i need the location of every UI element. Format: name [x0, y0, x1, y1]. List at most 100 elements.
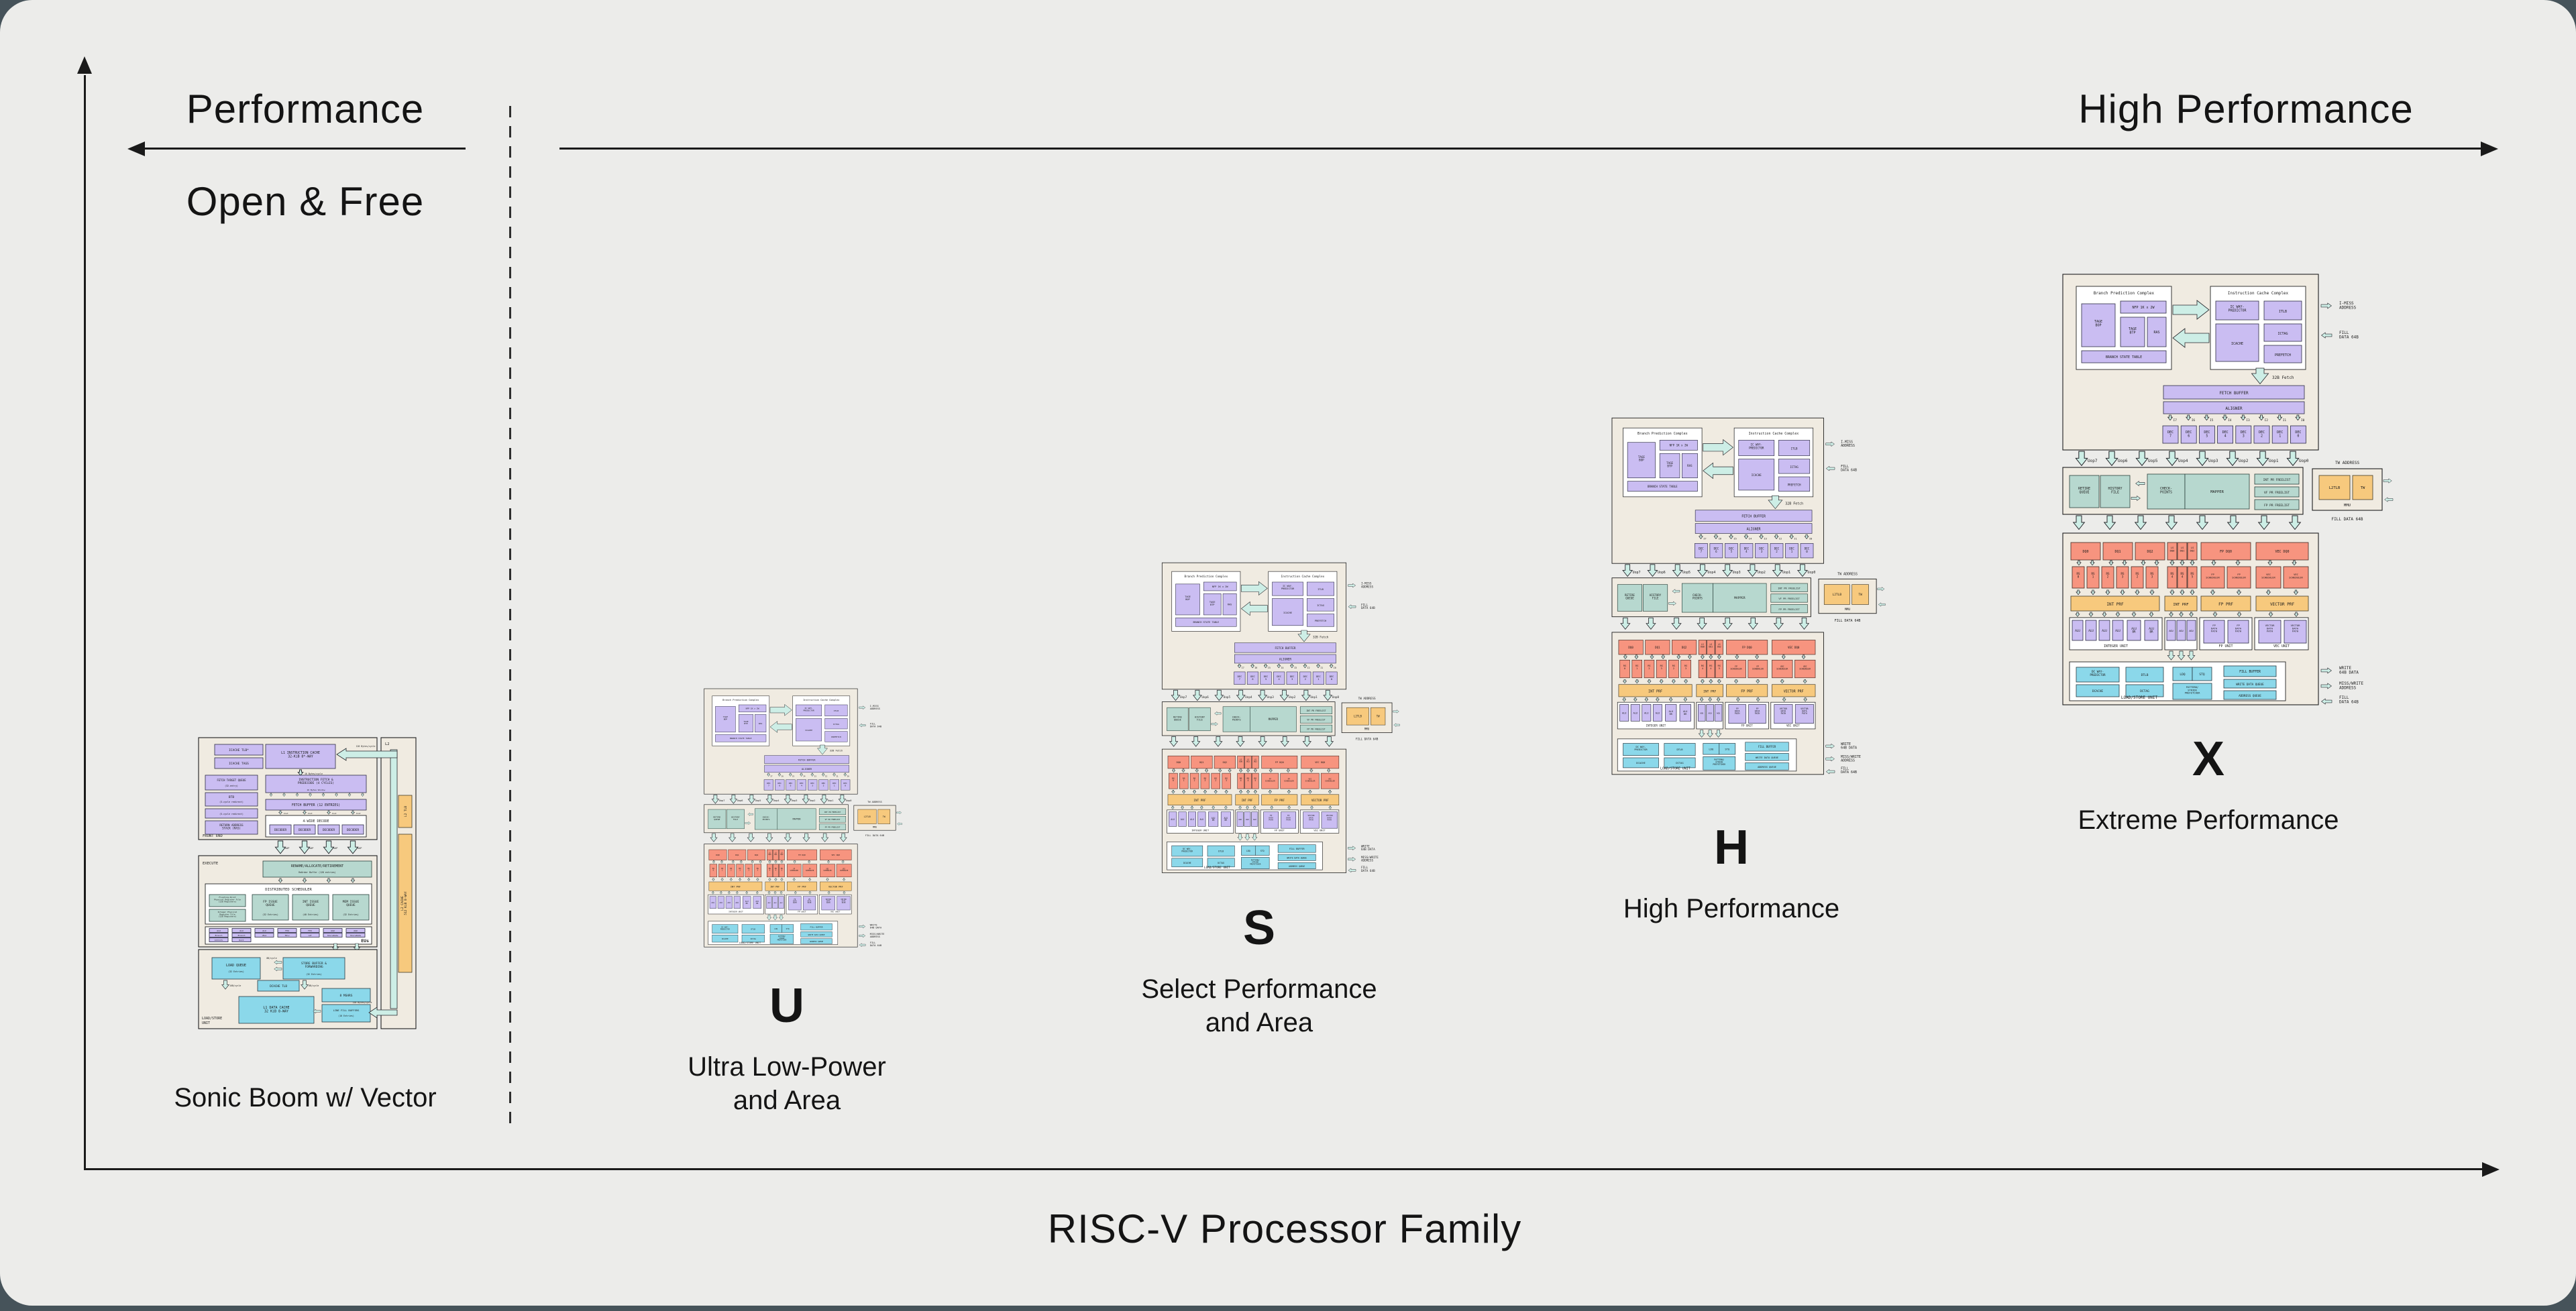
svg-text:VF PR FREELIST: VF PR FREELIST: [825, 818, 841, 821]
icache-block: [1272, 598, 1303, 626]
svg-text:ALU: ALU: [239, 929, 244, 932]
fetch-buffer-block: [1234, 642, 1336, 653]
svg-text:CmtInfo: CmtInfo: [215, 939, 223, 942]
ras-block: [2147, 317, 2167, 347]
ictag-block: [824, 718, 848, 730]
svg-text:RS2: RS2: [1214, 777, 1217, 782]
svg-text:FP UNIT: FP UNIT: [2218, 644, 2233, 648]
svg-text:ICACHE: ICACHE: [805, 729, 812, 732]
x-tagline-1: Extreme Performance: [2078, 805, 2339, 835]
retire-queue-block: [2069, 475, 2100, 508]
x-axis-arrowhead: [2482, 1162, 2500, 1177]
h-tagline-1: High Performance: [1623, 894, 1840, 923]
svg-text:ALU: ALU: [2115, 629, 2121, 632]
aligner-block: [764, 764, 849, 773]
svg-text:AGU: AGU: [2189, 630, 2193, 632]
svg-text:I3: I3: [2246, 418, 2250, 422]
svg-text:Instruction Cache Complex: Instruction Cache Complex: [2228, 291, 2289, 296]
svg-text:L2 CACHE512 KiB 8-WAY: L2 CACHE512 KiB 8-WAY: [400, 891, 408, 915]
svg-text:AGU: AGU: [331, 929, 335, 932]
svg-text:INT PR FREELIST: INT PR FREELIST: [2263, 478, 2291, 482]
itlb-block: [2263, 300, 2302, 321]
svg-text:LINE FILL BUFFERS: LINE FILL BUFFERS: [333, 1009, 360, 1012]
mmu-fill-data-label: FILL DATA 64B: [2332, 517, 2363, 522]
svg-text:FPU: FPU: [308, 929, 312, 932]
svg-text:STQ: STQ: [2199, 673, 2204, 677]
svg-text:FETCH BUFFER (12 ENTRIES): FETCH BUFFER (12 ENTRIES): [292, 803, 340, 807]
svg-text:Branch Prediction Complex: Branch Prediction Complex: [1184, 575, 1228, 579]
y-axis-arrowhead: [77, 56, 92, 74]
tw-block: [1851, 584, 1869, 605]
l2-to-lfb-arrow: [368, 1007, 398, 1019]
svg-text:RS3: RS3: [739, 867, 741, 872]
svg-text:VEC DQ0: VEC DQ0: [1315, 761, 1325, 764]
svg-text:RS0: RS0: [2076, 572, 2080, 579]
svg-text:Uop3: Uop3: [1733, 571, 1741, 575]
fetch-buffer-block: [1695, 510, 1813, 522]
svg-text:ALIGNER: ALIGNER: [1279, 658, 1292, 662]
svg-text:RAS: RAS: [759, 722, 763, 725]
svg-text:RS2: RS2: [2135, 572, 2139, 579]
svg-text:Instruction Cache Complex: Instruction Cache Complex: [1281, 575, 1324, 579]
svg-text:INT PRF: INT PRF: [2106, 602, 2124, 607]
svg-text:ICACHE: ICACHE: [1752, 473, 1762, 477]
high-performance-arrow-line: [559, 148, 2483, 150]
svg-text:FP PRF: FP PRF: [2218, 602, 2233, 607]
fetch-down-arrow: [816, 744, 828, 755]
svg-text:Branch Prediction Complex: Branch Prediction Complex: [722, 699, 759, 701]
svg-text:DQ2: DQ2: [2147, 550, 2153, 554]
x-letter: X: [2192, 732, 2225, 786]
s-tagline-1: Select Performance: [1141, 974, 1377, 1004]
svg-text:RS2: RS2: [748, 867, 751, 872]
uop-arrows: Uop7 Uop6 Uop5 Uop4 Uop3 Uop2 Uop1 Uop0: [1622, 564, 1815, 577]
svg-text:I5: I5: [1733, 538, 1736, 540]
svg-text:PREFETCH: PREFETCH: [2275, 353, 2291, 357]
l2tlb-block: [1823, 584, 1850, 605]
svg-text:INT PRF: INT PRF: [1703, 689, 1716, 693]
ras-block: [1681, 453, 1698, 479]
svg-text:Uop7: Uop7: [1180, 695, 1187, 699]
svg-text:I5: I5: [792, 775, 795, 777]
svg-text:DQ1: DQ1: [2114, 550, 2121, 554]
svg-text:RENAME/ALLOCATE/RETIREMENT: RENAME/ALLOCATE/RETIREMENT: [291, 864, 343, 868]
uop-arrows: Uop7 Uop6 Uop5 Uop4 Uop3 Uop2 Uop1 Uop0: [1171, 689, 1340, 701]
svg-text:Uop1: Uop1: [2269, 459, 2279, 463]
svg-text:DECODER: DECODER: [347, 828, 360, 832]
svg-text:AGU: AGU: [768, 902, 771, 904]
label-sonic-boom: Sonic Boom w/ Vector: [144, 1081, 466, 1115]
fetch-32b-label: 32B Fetch: [2272, 376, 2294, 380]
lsu-label: LOAD/STORE UNIT: [739, 942, 761, 944]
svg-text:L2TLB: L2TLB: [2329, 486, 2341, 490]
svg-text:TW: TW: [2361, 486, 2365, 490]
tage-btp-block: [1659, 453, 1680, 479]
svg-text:Uop3: Uop3: [1267, 695, 1275, 699]
lsu-label: LOAD/STORE UNIT: [2121, 695, 2158, 700]
svg-text:NFP 1K x 2W: NFP 1K x 2W: [2132, 306, 2155, 310]
svg-text:uOP: uOP: [285, 847, 289, 850]
sonic-uop-arrows: uOP uOP uOP uOP: [274, 840, 362, 854]
svg-text:RS4: RS4: [2180, 572, 2184, 579]
svg-text:I0: I0: [1809, 538, 1812, 540]
svg-text:DC WAY-PREDICTOR: DC WAY-PREDICTOR: [1634, 746, 1648, 751]
svg-text:I2: I2: [1779, 538, 1782, 540]
svg-text:Inst: Inst: [308, 812, 313, 815]
